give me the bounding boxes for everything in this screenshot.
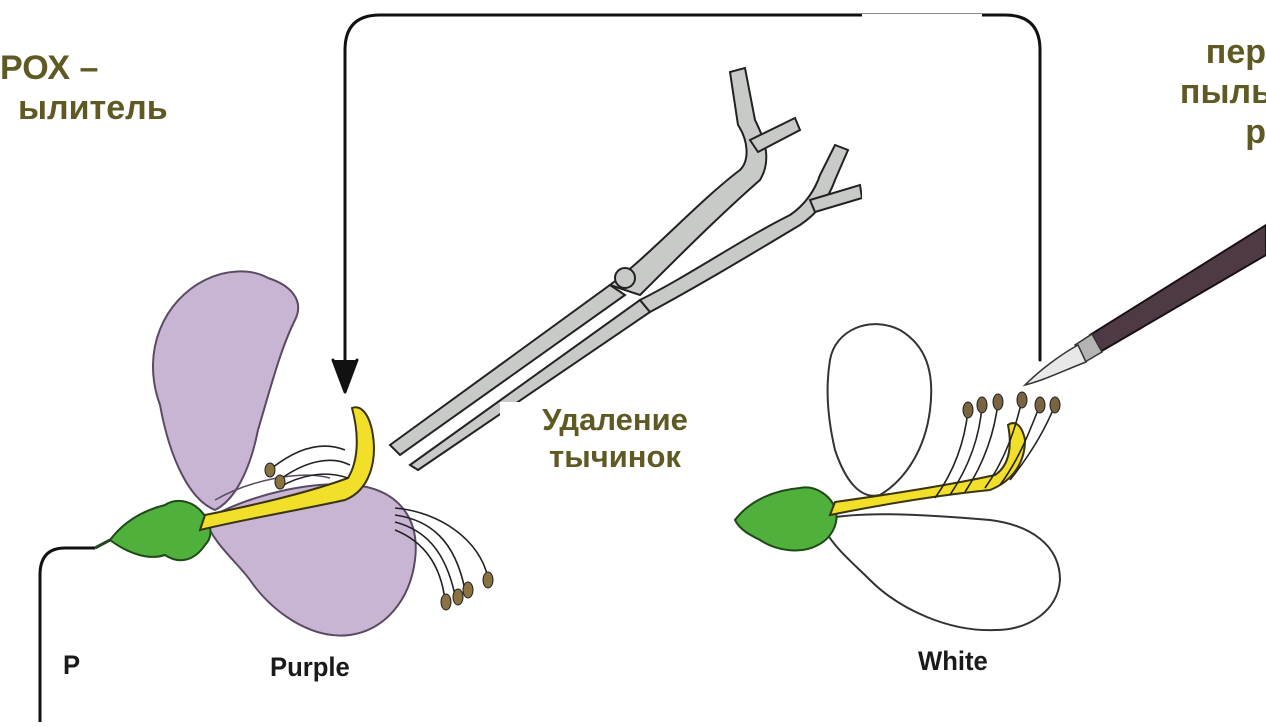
top-right-label-line1: пер	[1130, 32, 1266, 72]
top-right-label-line3: р	[1130, 112, 1266, 152]
purple-sepal	[110, 501, 210, 560]
white-flower-label: White	[918, 646, 988, 677]
top-left-label-line1: РОХ –	[0, 48, 168, 88]
purple-flower-label: Purple	[270, 652, 350, 683]
white-flower	[735, 324, 1060, 630]
white-standard-petal	[828, 324, 932, 496]
top-left-label: РОХ – ылитель	[0, 48, 168, 128]
parent-generation-label: P	[63, 650, 80, 681]
purple-standard-petal	[153, 271, 298, 510]
brush-icon	[1025, 225, 1266, 385]
top-right-label: пер пыль р	[1130, 32, 1266, 152]
white-sepal	[735, 487, 836, 550]
center-label: Удаление тычинок	[500, 402, 730, 475]
center-label-line2: тычинок	[500, 439, 730, 476]
white-keel-petal	[820, 514, 1060, 630]
top-right-label-line2: пыль	[1130, 72, 1266, 112]
top-left-label-line2: ылитель	[18, 88, 168, 128]
generation-bracket	[40, 548, 95, 722]
center-label-line1: Удаление	[500, 402, 730, 439]
